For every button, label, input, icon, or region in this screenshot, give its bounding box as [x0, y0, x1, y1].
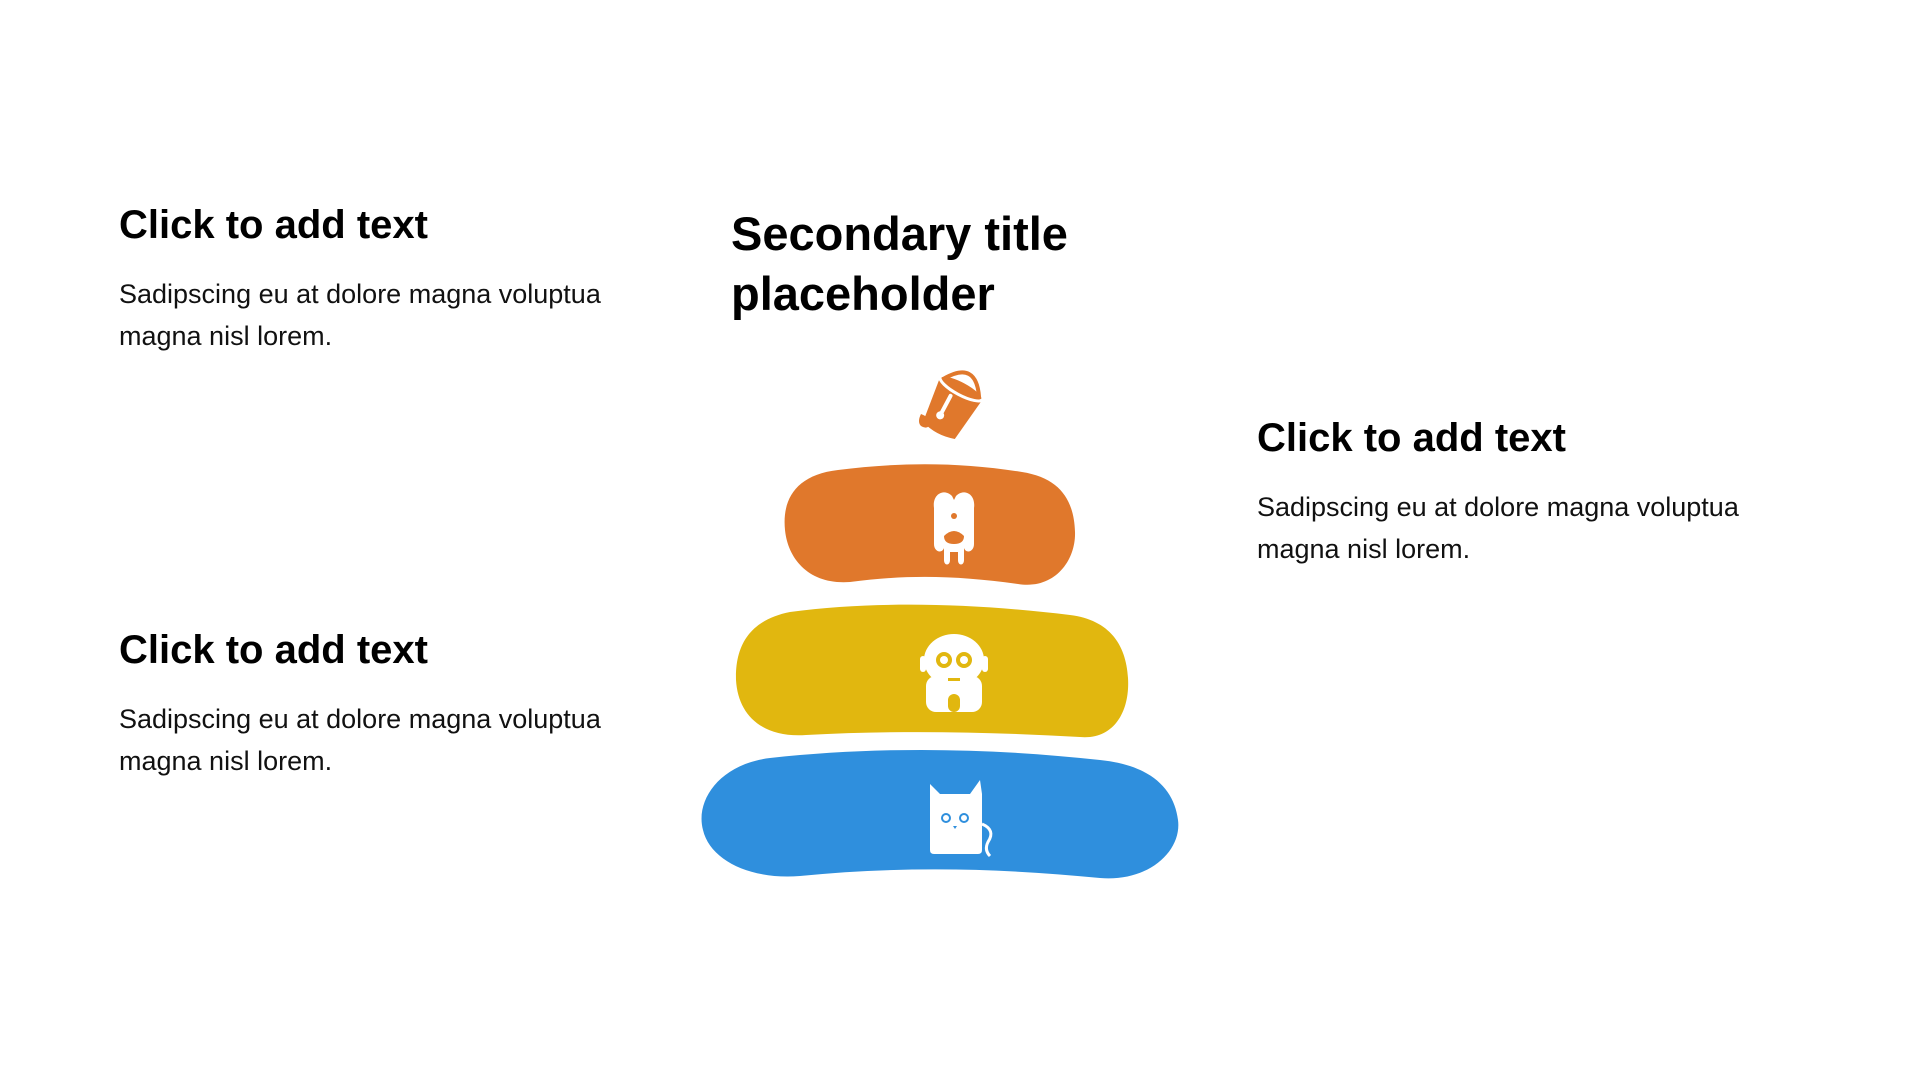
text-block-right[interactable]: Click to add text Sadipscing eu at dolor… [1257, 415, 1797, 571]
text-body[interactable]: Sadipscing eu at dolore magna voluptua m… [119, 279, 601, 351]
secondary-title[interactable]: Secondary title placeholder [731, 207, 1068, 321]
cat-icon [930, 780, 993, 858]
tier-yellow [735, 604, 1129, 738]
monster-tooth-icon [933, 492, 975, 565]
text-body[interactable]: Sadipscing eu at dolore magna voluptua m… [119, 704, 601, 776]
text-block-top-left[interactable]: Click to add text Sadipscing eu at dolor… [119, 202, 659, 358]
text-heading[interactable]: Click to add text [1257, 416, 1566, 460]
tier-blue [701, 749, 1179, 879]
tier-orange-shape [784, 464, 1076, 585]
alien-robot-icon [920, 634, 988, 712]
text-block-bottom-left[interactable]: Click to add text Sadipscing eu at dolor… [119, 627, 659, 783]
text-heading[interactable]: Click to add text [119, 203, 428, 247]
text-heading[interactable]: Click to add text [119, 628, 428, 672]
paint-bucket-icon [919, 370, 985, 439]
stacked-pyramid-graphic [700, 360, 1220, 890]
pyramid-svg [701, 370, 1179, 879]
tier-orange [784, 464, 1076, 585]
text-body[interactable]: Sadipscing eu at dolore magna voluptua m… [1257, 492, 1739, 564]
